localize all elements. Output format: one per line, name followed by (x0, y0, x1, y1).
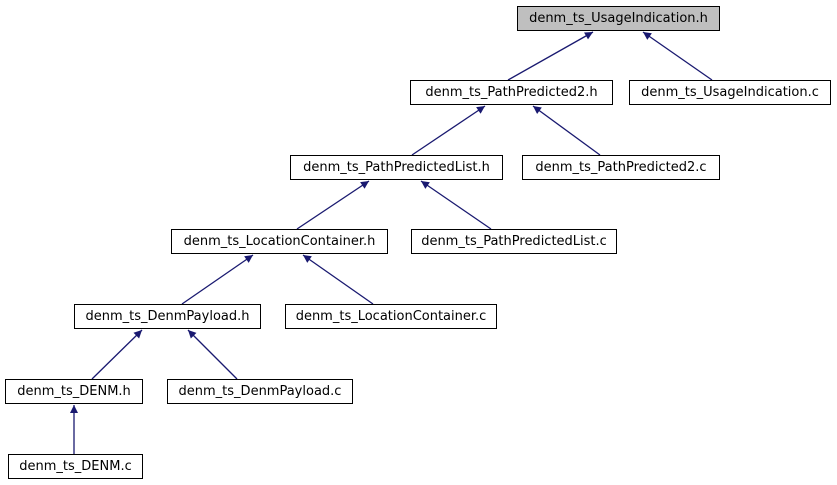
graph-node-location-container-h[interactable]: denm_ts_LocationContainer.h (171, 229, 388, 254)
graph-node-location-container-c[interactable]: denm_ts_LocationContainer.c (285, 304, 497, 329)
graph-edge-path-predicted2-c-to-path-predicted2-h (532, 105, 601, 156)
graph-node-path-predicted2-c[interactable]: denm_ts_PathPredicted2.c (522, 155, 720, 180)
graph-node-denm-payload-h[interactable]: denm_ts_DenmPayload.h (74, 304, 261, 329)
graph-node-path-predicted-list-h[interactable]: denm_ts_PathPredictedList.h (290, 155, 503, 180)
graph-node-denm-c[interactable]: denm_ts_DENM.c (8, 454, 143, 479)
graph-edge-path-predicted-list-h-to-path-predicted2-h (411, 105, 486, 156)
graph-node-denm-h[interactable]: denm_ts_DENM.h (5, 379, 143, 404)
graph-edge-location-container-h-to-path-predicted-list-h (296, 180, 370, 230)
graph-node-path-predicted2-h[interactable]: denm_ts_PathPredicted2.h (410, 80, 613, 105)
graph-node-path-predicted-list-c[interactable]: denm_ts_PathPredictedList.c (411, 229, 617, 254)
graph-edge-path-predicted2-h-to-usage-indication-h (507, 31, 594, 81)
graph-edge-denm-payload-h-to-location-container-h (181, 254, 254, 305)
graph-node-usage-indication-h[interactable]: denm_ts_UsageIndication.h (517, 6, 720, 31)
graph-edge-denm-h-to-denm-payload-h (91, 329, 143, 380)
graph-edge-denm-payload-c-to-denm-payload-h (187, 329, 238, 380)
graph-node-usage-indication-c[interactable]: denm_ts_UsageIndication.c (629, 80, 831, 105)
graph-edge-location-container-c-to-location-container-h (302, 254, 374, 305)
graph-edge-usage-indication-c-to-usage-indication-h (642, 31, 713, 81)
graph-node-denm-payload-c[interactable]: denm_ts_DenmPayload.c (167, 379, 353, 404)
graph-edge-path-predicted-list-c-to-path-predicted-list-h (420, 180, 492, 230)
